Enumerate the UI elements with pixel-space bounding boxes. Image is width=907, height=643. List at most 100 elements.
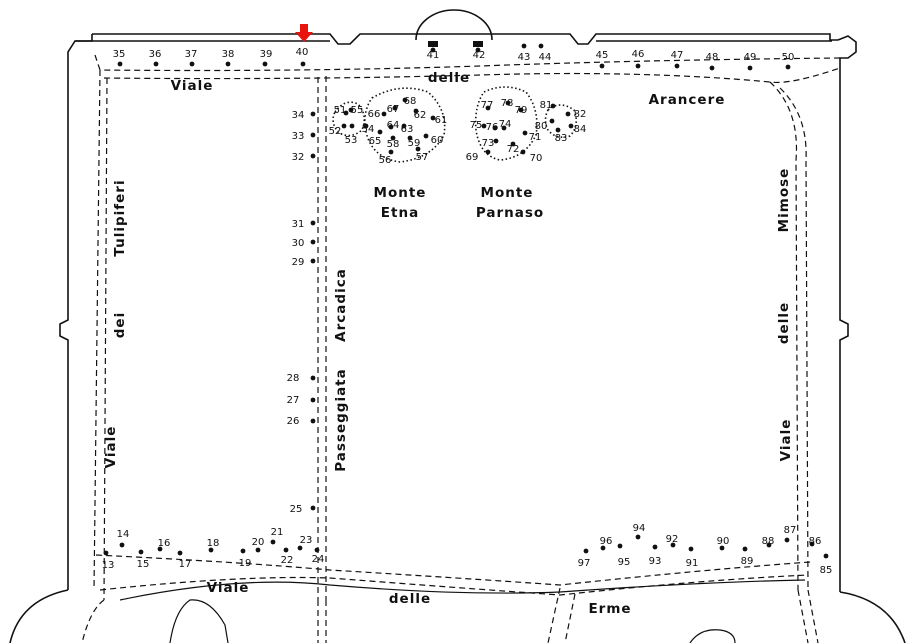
label-monte2: Monte bbox=[481, 185, 534, 201]
point-49: 49 bbox=[744, 52, 756, 71]
point-dot bbox=[555, 127, 561, 133]
point-dot bbox=[189, 61, 195, 67]
point-70: 70 bbox=[520, 149, 542, 164]
point-28: 28 bbox=[287, 373, 316, 384]
point-label: 93 bbox=[649, 556, 662, 567]
point-label: 21 bbox=[271, 527, 284, 538]
point-60: 60 bbox=[423, 133, 444, 146]
point-label: 71 bbox=[529, 132, 542, 143]
point-39: 39 bbox=[260, 49, 272, 67]
point-71: 71 bbox=[522, 130, 542, 143]
point-label: 58 bbox=[387, 139, 400, 150]
point-dot bbox=[310, 258, 316, 264]
point-label: 84 bbox=[574, 124, 587, 135]
point-23: 23 bbox=[297, 535, 312, 551]
point-52: 52 bbox=[329, 123, 347, 137]
point-label: 18 bbox=[207, 538, 220, 549]
point-label: 96 bbox=[600, 536, 613, 547]
point-dot bbox=[363, 123, 369, 129]
point-84: 84 bbox=[568, 123, 587, 135]
point-dot bbox=[599, 63, 605, 69]
point-label: 28 bbox=[287, 373, 300, 384]
point-31: 31 bbox=[292, 219, 316, 230]
label-delle-top: delle bbox=[428, 70, 470, 86]
label-mimose: Mimose bbox=[776, 168, 792, 233]
point-dot bbox=[538, 43, 544, 49]
point-55: 55 bbox=[348, 105, 363, 116]
point-dot bbox=[343, 110, 349, 116]
point-label: 31 bbox=[292, 219, 305, 230]
point-label: 60 bbox=[431, 135, 444, 146]
point-dot bbox=[310, 220, 316, 226]
point-label: 19 bbox=[239, 558, 252, 569]
point-dot bbox=[430, 47, 436, 53]
point-42: 42 bbox=[473, 47, 486, 61]
point-label: 32 bbox=[292, 152, 305, 163]
point-92: 92 bbox=[666, 534, 678, 548]
point-label: 52 bbox=[329, 126, 342, 137]
point-61: 61 bbox=[430, 115, 447, 126]
point-label: 91 bbox=[686, 558, 699, 569]
monte-etna-outline bbox=[364, 87, 446, 163]
point-75: 75 bbox=[470, 120, 487, 131]
point-41: 41 bbox=[427, 47, 440, 61]
point-label: 36 bbox=[149, 49, 162, 60]
point-label: 76 bbox=[486, 122, 499, 133]
point-dot bbox=[388, 149, 394, 155]
point-dot bbox=[341, 123, 347, 129]
point-label: 26 bbox=[287, 416, 300, 427]
point-13: 13 bbox=[102, 550, 115, 571]
hill-outlines bbox=[332, 86, 578, 163]
label-arancere: Arancere bbox=[649, 92, 726, 108]
point-dot bbox=[349, 123, 355, 129]
label-viale-bottom: Viale bbox=[207, 580, 250, 596]
point-dot bbox=[485, 149, 491, 155]
point-dot bbox=[262, 61, 268, 67]
point-dot bbox=[475, 47, 481, 53]
point-dot bbox=[270, 539, 276, 545]
point-label: 40 bbox=[296, 47, 309, 58]
point-80: 80 bbox=[535, 118, 555, 132]
point-label: 83 bbox=[555, 133, 568, 144]
point-label: 20 bbox=[252, 537, 265, 548]
point-label: 46 bbox=[632, 49, 645, 60]
point-dot bbox=[208, 547, 214, 553]
point-label: 66 bbox=[368, 109, 381, 120]
point-dot bbox=[314, 547, 320, 553]
point-label: 87 bbox=[784, 525, 797, 536]
point-dot bbox=[255, 547, 261, 553]
point-dot bbox=[520, 149, 526, 155]
point-dot bbox=[390, 135, 396, 141]
point-label: 81 bbox=[540, 100, 553, 111]
point-93: 93 bbox=[649, 544, 662, 567]
point-label: 41 bbox=[427, 50, 440, 61]
point-29: 29 bbox=[292, 257, 316, 268]
point-dot bbox=[310, 505, 316, 511]
point-44: 44 bbox=[538, 43, 552, 63]
label-passeggiata: Passeggiata bbox=[333, 368, 349, 472]
point-label: 44 bbox=[539, 52, 552, 63]
garden-paths bbox=[81, 54, 841, 643]
point-dot bbox=[583, 548, 589, 554]
point-dot bbox=[766, 542, 772, 548]
point-25: 25 bbox=[290, 504, 316, 515]
point-label: 68 bbox=[404, 96, 417, 107]
point-dot bbox=[407, 135, 413, 141]
point-27: 27 bbox=[287, 395, 316, 406]
point-36: 36 bbox=[149, 49, 162, 67]
point-66: 66 bbox=[368, 109, 387, 120]
point-72: 72 bbox=[507, 141, 519, 155]
label-delle-bottom: delle bbox=[389, 591, 431, 607]
point-dot bbox=[747, 65, 753, 71]
point-dot bbox=[521, 43, 527, 49]
point-62: 62 bbox=[413, 108, 426, 121]
point-label: 13 bbox=[102, 560, 115, 571]
point-dot bbox=[565, 111, 571, 117]
point-dot bbox=[225, 61, 231, 67]
point-label: 42 bbox=[473, 50, 486, 61]
point-dot bbox=[119, 542, 125, 548]
point-label: 34 bbox=[292, 110, 305, 121]
point-dot bbox=[652, 544, 658, 550]
point-dot bbox=[522, 130, 528, 136]
point-label: 17 bbox=[179, 559, 192, 570]
